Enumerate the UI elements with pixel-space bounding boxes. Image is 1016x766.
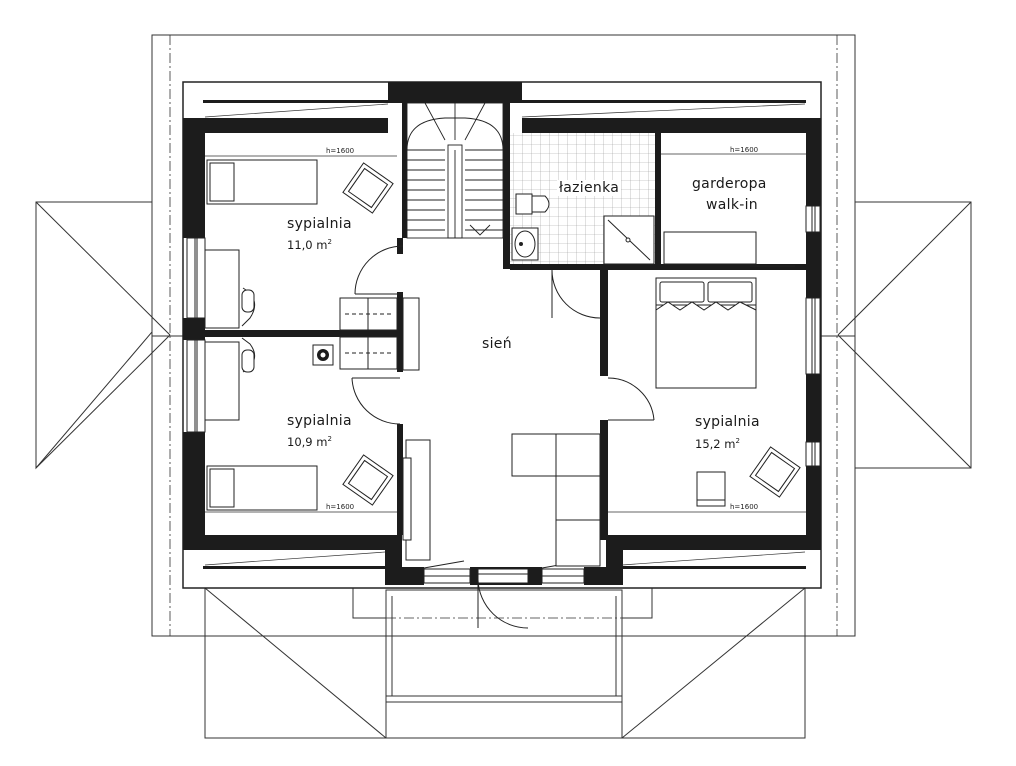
armchairs (342, 162, 801, 507)
windows (186, 205, 821, 584)
bedroom-right-area: 15,2 m2 (695, 437, 740, 451)
walls (183, 82, 821, 585)
closet-name-line1: garderopa (692, 176, 767, 192)
chimney (312, 344, 334, 366)
bedroom-top-left-area-unit: 2 (327, 238, 332, 247)
knee-wall-lines (204, 103, 806, 566)
bedroom-top-left-name: sypialnia (287, 216, 352, 232)
bedroom-bottom-left-area-unit: 2 (327, 435, 332, 444)
desks (204, 249, 256, 421)
doors (351, 245, 795, 629)
bedroom-right-name: sypialnia (695, 414, 760, 430)
height-note-top-left: h=1600 (326, 147, 355, 155)
bedroom-bottom-left-area-value: 10,9 m (287, 435, 328, 449)
wardrobes (339, 297, 420, 371)
bedroom-top-left-area-value: 11,0 m (287, 238, 328, 252)
closet-shelf (663, 231, 757, 265)
bedroom-right-area-unit: 2 (735, 437, 740, 446)
bathroom-fixtures (511, 193, 655, 265)
staircase (406, 102, 504, 239)
beds (206, 159, 757, 511)
height-note-bottom-right: h=1600 (730, 503, 759, 511)
bedroom-bottom-left-area: 10,9 m2 (287, 435, 332, 449)
bedroom-top-left-area: 11,0 m2 (287, 238, 332, 252)
height-note-bottom-left: h=1600 (326, 503, 355, 511)
roof-ridge-lines (169, 35, 838, 636)
closet-name-line2: walk-in (706, 197, 758, 213)
bedroom-right-area-value: 15,2 m (695, 437, 736, 451)
bedroom-bottom-left-name: sypialnia (287, 413, 352, 429)
hall-furniture (402, 433, 601, 567)
hall-name: sień (482, 336, 512, 352)
roof-outline (35, 34, 972, 739)
height-note-top-right: h=1600 (730, 146, 759, 154)
bathroom-name: łazienka (557, 180, 622, 196)
